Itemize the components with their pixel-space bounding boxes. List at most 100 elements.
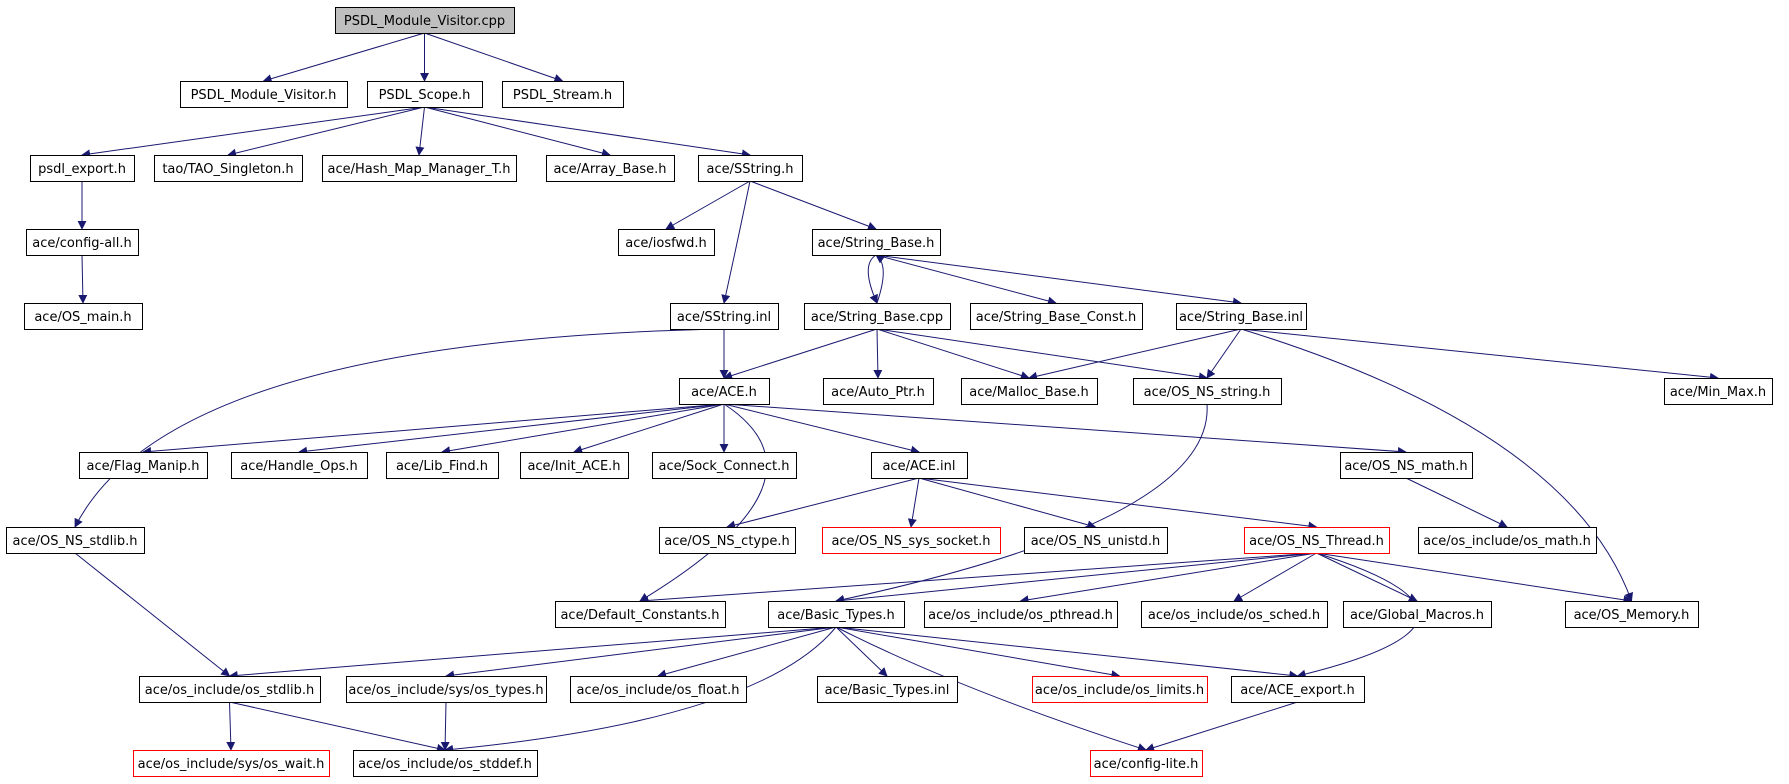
node-basic-types-inl[interactable]: ace/Basic_Types.inl — [817, 676, 958, 703]
node-box — [812, 229, 941, 256]
edge-ace_h-to-handle_ops — [298, 403, 725, 456]
node-os-sys-wait[interactable]: ace/os_include/sys/os_wait.h — [133, 750, 330, 777]
node-box — [804, 303, 951, 330]
node-array-base[interactable]: ace/Array_Base.h — [546, 155, 675, 182]
node-os-ns-unistd[interactable]: ace/OS_NS_unistd.h — [1024, 527, 1168, 554]
node-label: psdl_export.h — [38, 162, 126, 177]
node-box — [346, 676, 547, 703]
node-label: ace/os_include/os_pthread.h — [928, 608, 1113, 623]
node-label: PSDL_Stream.h — [513, 88, 612, 103]
node-os-ns-ctype[interactable]: ace/OS_NS_ctype.h — [659, 527, 796, 554]
node-default-constants[interactable]: ace/Default_Constants.h — [555, 601, 726, 628]
node-os-sched[interactable]: ace/os_include/os_sched.h — [1141, 601, 1328, 628]
node-box — [768, 601, 905, 628]
node-config-lite[interactable]: ace/config-lite.h — [1090, 750, 1203, 777]
node-box — [1133, 378, 1282, 405]
node-ace-inl[interactable]: ace/ACE.inl — [871, 452, 968, 479]
node-sstring-inl[interactable]: ace/SString.inl — [670, 303, 779, 330]
node-os-ns-stdlib[interactable]: ace/OS_NS_stdlib.h — [6, 527, 145, 554]
edge-psdl_scope-to-hash_map — [415, 106, 425, 156]
node-os-sys-types[interactable]: ace/os_include/sys/os_types.h — [346, 676, 547, 703]
node-config-all[interactable]: ace/config-all.h — [26, 229, 139, 256]
edge-psdl_mv_cpp-to-psdl_mv_h — [262, 32, 425, 83]
node-string-base-h[interactable]: ace/String_Base.h — [812, 229, 941, 256]
node-sock-connect[interactable]: ace/Sock_Connect.h — [652, 452, 797, 479]
node-global-macros[interactable]: ace/Global_Macros.h — [1343, 601, 1492, 628]
node-label: ace/ACE_export.h — [1240, 683, 1354, 698]
node-hash-map[interactable]: ace/Hash_Map_Manager_T.h — [322, 155, 517, 182]
node-box — [231, 452, 368, 479]
edge-os_ns_string-to-basic_types_h — [835, 403, 1208, 604]
node-label: tao/TAO_Singleton.h — [162, 162, 293, 177]
node-label: ace/OS_NS_unistd.h — [1031, 534, 1161, 549]
node-label: ace/String_Base.h — [818, 236, 935, 251]
node-box — [335, 7, 515, 34]
node-psdl-scope[interactable]: PSDL_Scope.h — [367, 81, 483, 108]
node-box — [618, 229, 715, 256]
node-box — [871, 452, 968, 479]
edge-string_base_inl-to-os_ns_string — [1206, 328, 1242, 379]
edges — [74, 32, 1719, 754]
node-os-ns-math[interactable]: ace/OS_NS_math.h — [1340, 452, 1473, 479]
node-label: ace/String_Base.inl — [1179, 310, 1303, 325]
edge-ace_h-to-default_constants — [639, 403, 767, 602]
node-label: ace/iosfwd.h — [625, 236, 706, 251]
edge-sstring_h-to-string_base_h — [749, 180, 877, 231]
node-label: ace/Malloc_Base.h — [969, 385, 1089, 400]
node-os-stddef[interactable]: ace/os_include/os_stddef.h — [353, 750, 538, 777]
node-iosfwd[interactable]: ace/iosfwd.h — [618, 229, 715, 256]
edge-string_base_h-to-string_base_inl — [875, 254, 1242, 307]
node-malloc-base[interactable]: ace/Malloc_Base.h — [961, 378, 1098, 405]
edge-os_stdlib-to-os_sys_wait — [226, 701, 236, 751]
node-sstring-h[interactable]: ace/SString.h — [698, 155, 803, 182]
node-label: ace/OS_NS_ctype.h — [664, 534, 790, 549]
node-init-ace[interactable]: ace/Init_ACE.h — [520, 452, 629, 479]
edge-psdl_mv_cpp-to-psdl_stream — [424, 32, 564, 83]
node-ace-h[interactable]: ace/ACE.h — [679, 378, 770, 405]
node-psdl-mv-cpp[interactable]: PSDL_Module_Visitor.cpp — [335, 7, 515, 34]
node-label: PSDL_Scope.h — [379, 88, 471, 103]
node-label: ace/os_include/os_stdlib.h — [145, 683, 314, 698]
node-psdl-export[interactable]: psdl_export.h — [30, 155, 135, 182]
node-box — [822, 527, 1001, 554]
node-os-ns-thread[interactable]: ace/OS_NS_Thread.h — [1244, 527, 1390, 554]
edge-ace_h-to-lib_find — [441, 403, 725, 456]
node-label: ace/ACE.h — [691, 385, 757, 400]
edge-os_sys_types-to-os_stddef — [440, 701, 450, 751]
node-flag-manip[interactable]: ace/Flag_Manip.h — [79, 452, 208, 479]
node-label: ace/Array_Base.h — [553, 162, 666, 177]
node-label: PSDL_Module_Visitor.h — [191, 88, 337, 103]
edge-ace_h-to-os_ns_math — [723, 403, 1407, 456]
node-auto-ptr[interactable]: ace/Auto_Ptr.h — [823, 378, 934, 405]
node-os-ns-sys-socket[interactable]: ace/OS_NS_sys_socket.h — [822, 527, 1001, 554]
node-ace-export[interactable]: ace/ACE_export.h — [1231, 676, 1365, 703]
node-os-main[interactable]: ace/OS_main.h — [24, 303, 143, 330]
node-os-float[interactable]: ace/os_include/os_float.h — [570, 676, 747, 703]
edge-string_base_cpp-to-string_base_h — [875, 254, 886, 304]
node-lib-find[interactable]: ace/Lib_Find.h — [386, 452, 499, 479]
node-min-max[interactable]: ace/Min_Max.h — [1664, 378, 1773, 405]
node-os-ns-string[interactable]: ace/OS_NS_string.h — [1133, 378, 1282, 405]
edge-os_ns_thread-to-os_pthread — [1019, 552, 1317, 605]
node-tao-singleton[interactable]: tao/TAO_Singleton.h — [154, 155, 303, 182]
node-label: ace/os_include/os_math.h — [1423, 534, 1591, 549]
node-string-base-inl[interactable]: ace/String_Base.inl — [1176, 303, 1307, 330]
node-label: ace/Default_Constants.h — [560, 608, 719, 623]
node-box — [502, 81, 624, 108]
node-box — [6, 527, 145, 554]
node-string-base-const[interactable]: ace/String_Base_Const.h — [970, 303, 1143, 330]
node-label: ace/Global_Macros.h — [1350, 608, 1484, 623]
node-os-memory[interactable]: ace/OS_Memory.h — [1565, 601, 1699, 628]
node-psdl-mv-h[interactable]: PSDL_Module_Visitor.h — [180, 81, 348, 108]
node-psdl-stream[interactable]: PSDL_Stream.h — [502, 81, 624, 108]
node-box — [970, 303, 1143, 330]
node-basic-types-h[interactable]: ace/Basic_Types.h — [768, 601, 905, 628]
node-box — [180, 81, 348, 108]
node-os-pthread[interactable]: ace/os_include/os_pthread.h — [924, 601, 1118, 628]
node-os-limits[interactable]: ace/os_include/os_limits.h — [1032, 676, 1208, 703]
node-string-base-cpp[interactable]: ace/String_Base.cpp — [804, 303, 951, 330]
node-os-stdlib[interactable]: ace/os_include/os_stdlib.h — [139, 676, 321, 703]
node-handle-ops[interactable]: ace/Handle_Ops.h — [231, 452, 368, 479]
node-os-math[interactable]: ace/os_include/os_math.h — [1418, 527, 1597, 554]
node-label: ace/Auto_Ptr.h — [831, 385, 925, 400]
